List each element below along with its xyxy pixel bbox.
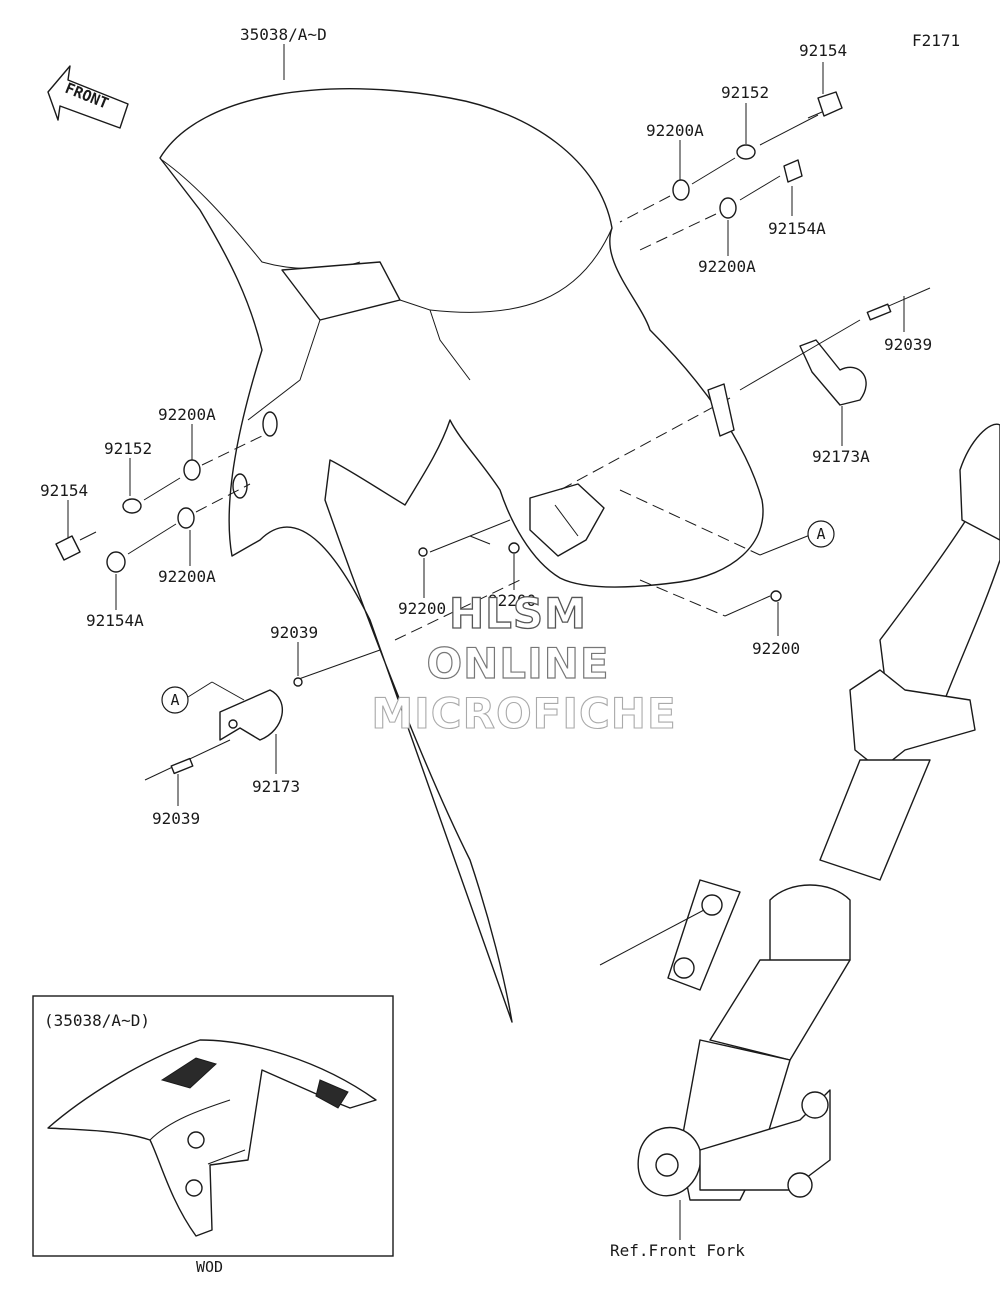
front-fender: [159, 88, 764, 1023]
watermark: HLSM ONLINE MICROFICHE: [371, 588, 676, 738]
part-label-screw-a-top[interactable]: 92154A: [768, 219, 826, 238]
part-label-washer-a-lower[interactable]: 92200A: [698, 257, 756, 276]
inset-caption: WOD: [196, 1258, 223, 1276]
part-label-washer-mid-left[interactable]: 92200: [398, 599, 446, 618]
hardware-middle: [418, 489, 811, 617]
callout-a-right: A: [807, 520, 835, 548]
front-arrow-icon: FRONT: [47, 65, 129, 129]
hardware-left: [55, 435, 263, 573]
front-fork: [599, 423, 1000, 1240]
part-label-washer-a-left-lower[interactable]: 92200A: [158, 567, 216, 586]
part-label-clamp-left[interactable]: 92173: [252, 777, 300, 796]
part-label-pin-left-bottom[interactable]: 92039: [152, 809, 200, 828]
hardware-upper-right: [619, 91, 843, 251]
inset-title: (35038/A~D): [44, 1011, 150, 1030]
part-label-washer-a-left-upper[interactable]: 92200A: [158, 405, 216, 424]
part-label-screw-a-left[interactable]: 92154A: [86, 611, 144, 630]
watermark-line2: ONLINE: [426, 639, 609, 688]
part-label-bolt-left[interactable]: 92154: [40, 481, 88, 500]
watermark-line3: MICROFICHE: [371, 689, 676, 738]
part-label-pin-right[interactable]: 92039: [884, 335, 932, 354]
part-label-pin-left-top[interactable]: 92039: [270, 623, 318, 642]
clamp-right: [559, 287, 931, 491]
part-label-washer-right[interactable]: 92200: [752, 639, 800, 658]
callout-a-left: A: [161, 686, 189, 714]
svg-text:A: A: [816, 525, 825, 543]
part-label-collar-top[interactable]: 92152: [721, 83, 769, 102]
part-label-washer-a-upper[interactable]: 92200A: [646, 121, 704, 140]
figure-code: F2171: [912, 31, 960, 50]
part-label-collar-left[interactable]: 92152: [104, 439, 152, 458]
part-label-clamp-right[interactable]: 92173A: [812, 447, 870, 466]
part-label-washer-mid[interactable]: 92200: [488, 591, 536, 610]
svg-text:A: A: [170, 691, 179, 709]
fork-ref-label[interactable]: Ref.Front Fork: [610, 1241, 745, 1260]
leader-lines: [67, 44, 905, 806]
watermark-line1: HLSM: [449, 589, 587, 638]
part-label-bolt-top[interactable]: 92154: [799, 41, 847, 60]
part-label-fender[interactable]: 35038/A~D: [240, 25, 327, 44]
inset-panel: (35038/A~D) WOD: [32, 995, 394, 1276]
clamp-left: [144, 579, 521, 781]
